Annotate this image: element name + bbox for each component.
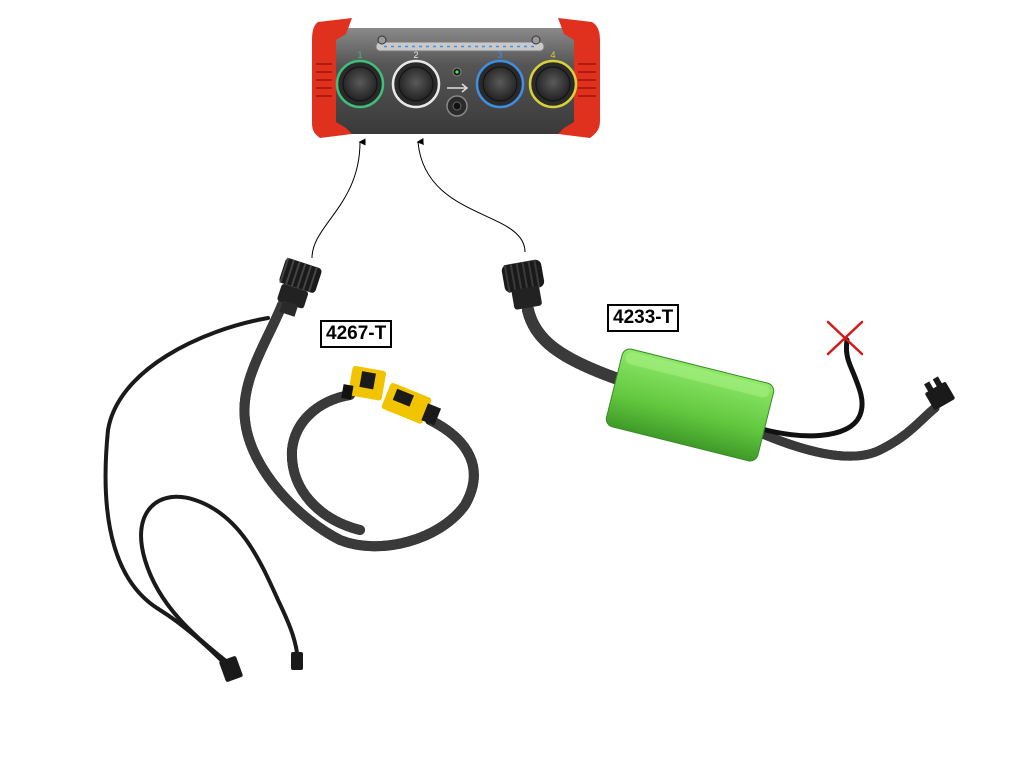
port-number-label: 2 bbox=[413, 50, 418, 60]
port-socket bbox=[342, 66, 378, 102]
port-number-label: 1 bbox=[357, 50, 362, 60]
end-plug-left bbox=[219, 656, 243, 682]
thin-cable-branch bbox=[139, 494, 300, 668]
harness-label-4267-t: 4267-T bbox=[320, 320, 393, 348]
yellow-connector-small bbox=[341, 365, 387, 401]
round-connector-a bbox=[277, 257, 322, 317]
port-socket bbox=[482, 66, 518, 102]
port-number-label: 4 bbox=[550, 50, 555, 60]
arrow-to-port-2 bbox=[416, 138, 526, 253]
device-top-rail bbox=[375, 41, 545, 52]
harness-4233-t bbox=[501, 259, 955, 462]
port-socket bbox=[535, 66, 571, 102]
end-plug-right bbox=[291, 652, 303, 670]
harness-label-4233-t: 4233-T bbox=[607, 304, 680, 332]
device-body bbox=[324, 28, 586, 134]
left-bumper bbox=[312, 18, 352, 138]
output-cable-upper bbox=[755, 337, 865, 439]
round-connector-b bbox=[501, 259, 545, 310]
right-bumper bbox=[558, 18, 600, 138]
green-adapter-box bbox=[605, 348, 775, 462]
port-socket bbox=[398, 66, 434, 102]
device-port-3[interactable]: 3 bbox=[475, 50, 525, 109]
device-port-1[interactable]: 1 bbox=[335, 50, 385, 109]
thin-cable-loop bbox=[103, 316, 270, 672]
diagnostic-device: 1 2 3 4 bbox=[312, 18, 600, 138]
usb-icon bbox=[447, 83, 469, 93]
end-connector-b bbox=[924, 376, 955, 410]
yellow-connector-large bbox=[381, 383, 442, 426]
device-port-4[interactable]: 4 bbox=[528, 50, 578, 109]
arrow-to-port-1 bbox=[311, 138, 366, 259]
port-number-label: 3 bbox=[497, 50, 502, 60]
not-connected-mark bbox=[826, 320, 864, 356]
device-port-2[interactable]: 2 bbox=[391, 50, 441, 109]
harness-4267-t bbox=[103, 257, 479, 682]
